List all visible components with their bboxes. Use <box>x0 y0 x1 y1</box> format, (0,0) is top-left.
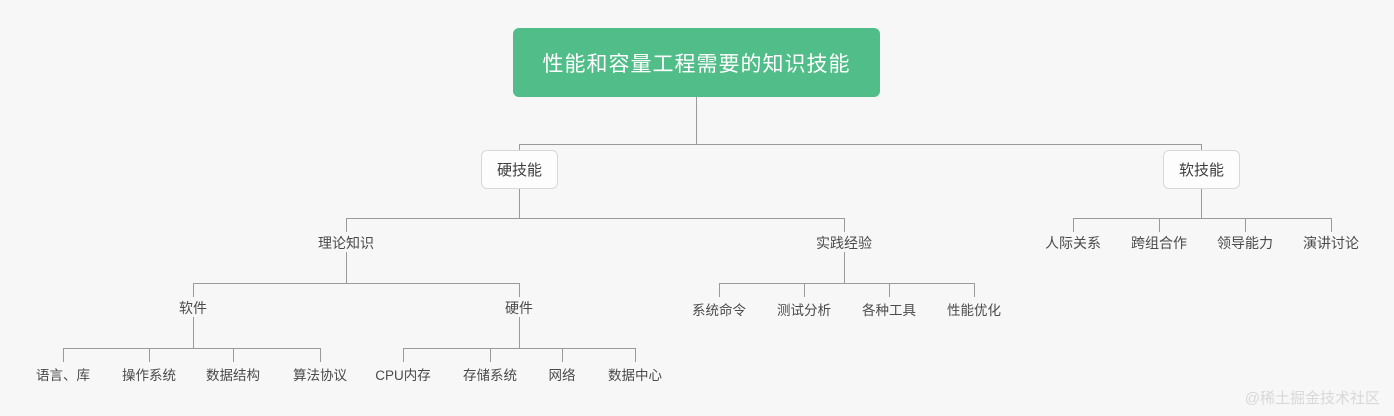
node-soft-skills-label: 软技能 <box>1178 162 1224 179</box>
connector-hard-stem <box>519 189 520 218</box>
connector-practice-bus <box>719 283 974 284</box>
node-hw-leaf-3-label: 网络 <box>548 368 576 383</box>
node-software-label: 软件 <box>179 300 207 316</box>
node-hw-leaf-2-label: 存储系统 <box>463 368 517 383</box>
node-sw-leaf-1[interactable]: 语言、库 <box>36 364 90 384</box>
connector-drop-practice-1 <box>719 283 720 297</box>
connector-theory-bus <box>193 283 519 284</box>
node-sw-leaf-1-label: 语言、库 <box>36 368 90 383</box>
node-practice-leaf-1[interactable]: 系统命令 <box>692 299 746 319</box>
node-practice-leaf-1-label: 系统命令 <box>692 303 746 318</box>
node-practice-leaf-2-label: 测试分析 <box>777 303 831 318</box>
node-soft-leaf-3-label: 领导能力 <box>1217 235 1273 251</box>
connector-drop-soft-4 <box>1331 218 1332 232</box>
node-soft-leaf-3[interactable]: 领导能力 <box>1217 233 1273 253</box>
connector-root-stem <box>696 97 697 144</box>
node-soft-leaf-1[interactable]: 人际关系 <box>1045 233 1101 253</box>
node-practice-label: 实践经验 <box>816 235 872 251</box>
node-software[interactable]: 软件 <box>179 298 207 318</box>
connector-drop-hw-4 <box>635 348 636 362</box>
connector-drop-sw-2 <box>149 348 150 362</box>
connector-drop-hw-2 <box>490 348 491 362</box>
node-practice-leaf-3[interactable]: 各种工具 <box>862 299 916 319</box>
connector-drop-sw-3 <box>233 348 234 362</box>
node-hw-leaf-1[interactable]: CPU内存 <box>375 364 431 384</box>
node-sw-leaf-4[interactable]: 算法协议 <box>293 364 347 384</box>
node-hardware[interactable]: 硬件 <box>505 298 533 318</box>
node-soft-leaf-4[interactable]: 演讲讨论 <box>1303 233 1359 253</box>
node-hw-leaf-3[interactable]: 网络 <box>549 364 576 384</box>
node-hw-leaf-4-label: 数据中心 <box>608 368 662 383</box>
connector-drop-practice <box>844 218 845 232</box>
connector-drop-theory <box>346 218 347 232</box>
connector-software-bus <box>63 348 320 349</box>
node-hw-leaf-1-label: CPU内存 <box>375 368 431 383</box>
connector-drop-software <box>193 283 194 297</box>
connector-root-bus <box>519 144 1202 145</box>
node-practice-leaf-4[interactable]: 性能优化 <box>947 299 1001 319</box>
node-theory[interactable]: 理论知识 <box>318 233 374 253</box>
node-soft-skills[interactable]: 软技能 <box>1163 150 1240 189</box>
node-root-label: 性能和容量工程需要的知识技能 <box>542 52 851 76</box>
node-soft-leaf-2[interactable]: 跨组合作 <box>1131 233 1187 253</box>
connector-hardware-bus <box>403 348 635 349</box>
connector-drop-soft-3 <box>1245 218 1246 232</box>
connector-soft-bus <box>1073 218 1331 219</box>
node-hw-leaf-2[interactable]: 存储系统 <box>463 364 517 384</box>
node-practice-leaf-4-label: 性能优化 <box>947 303 1001 318</box>
node-practice-leaf-3-label: 各种工具 <box>862 303 916 318</box>
connector-software-stem <box>193 317 194 348</box>
connector-drop-hardware <box>519 283 520 297</box>
watermark-text: @稀土掘金技术社区 <box>1244 390 1380 407</box>
connector-drop-practice-2 <box>804 283 805 297</box>
connector-drop-sw-1 <box>63 348 64 362</box>
node-soft-leaf-1-label: 人际关系 <box>1045 235 1101 251</box>
node-sw-leaf-4-label: 算法协议 <box>293 368 347 383</box>
node-root[interactable]: 性能和容量工程需要的知识技能 <box>513 28 880 97</box>
connector-hardware-stem <box>519 317 520 348</box>
connector-theory-stem <box>346 252 347 283</box>
connector-soft-stem <box>1201 189 1202 218</box>
connector-hard-bus <box>346 218 844 219</box>
connector-drop-hw-1 <box>403 348 404 362</box>
connector-practice-stem <box>844 252 845 283</box>
connector-drop-practice-3 <box>889 283 890 297</box>
connector-drop-practice-4 <box>974 283 975 297</box>
node-soft-leaf-2-label: 跨组合作 <box>1131 235 1187 251</box>
node-hard-skills[interactable]: 硬技能 <box>481 150 558 189</box>
node-soft-leaf-4-label: 演讲讨论 <box>1303 235 1359 251</box>
node-sw-leaf-3[interactable]: 数据结构 <box>206 364 260 384</box>
node-theory-label: 理论知识 <box>318 235 374 251</box>
node-sw-leaf-2-label: 操作系统 <box>122 368 176 383</box>
connector-drop-hw-3 <box>562 348 563 362</box>
node-hard-skills-label: 硬技能 <box>496 162 542 179</box>
connector-drop-soft-1 <box>1073 218 1074 232</box>
connector-drop-soft-2 <box>1159 218 1160 232</box>
connector-drop-sw-4 <box>320 348 321 362</box>
node-practice-leaf-2[interactable]: 测试分析 <box>777 299 831 319</box>
node-hw-leaf-4[interactable]: 数据中心 <box>608 364 662 384</box>
node-sw-leaf-2[interactable]: 操作系统 <box>122 364 176 384</box>
node-hardware-label: 硬件 <box>505 300 533 316</box>
node-practice[interactable]: 实践经验 <box>816 233 872 253</box>
watermark: @稀土掘金技术社区 <box>1245 387 1380 408</box>
node-sw-leaf-3-label: 数据结构 <box>206 368 260 383</box>
